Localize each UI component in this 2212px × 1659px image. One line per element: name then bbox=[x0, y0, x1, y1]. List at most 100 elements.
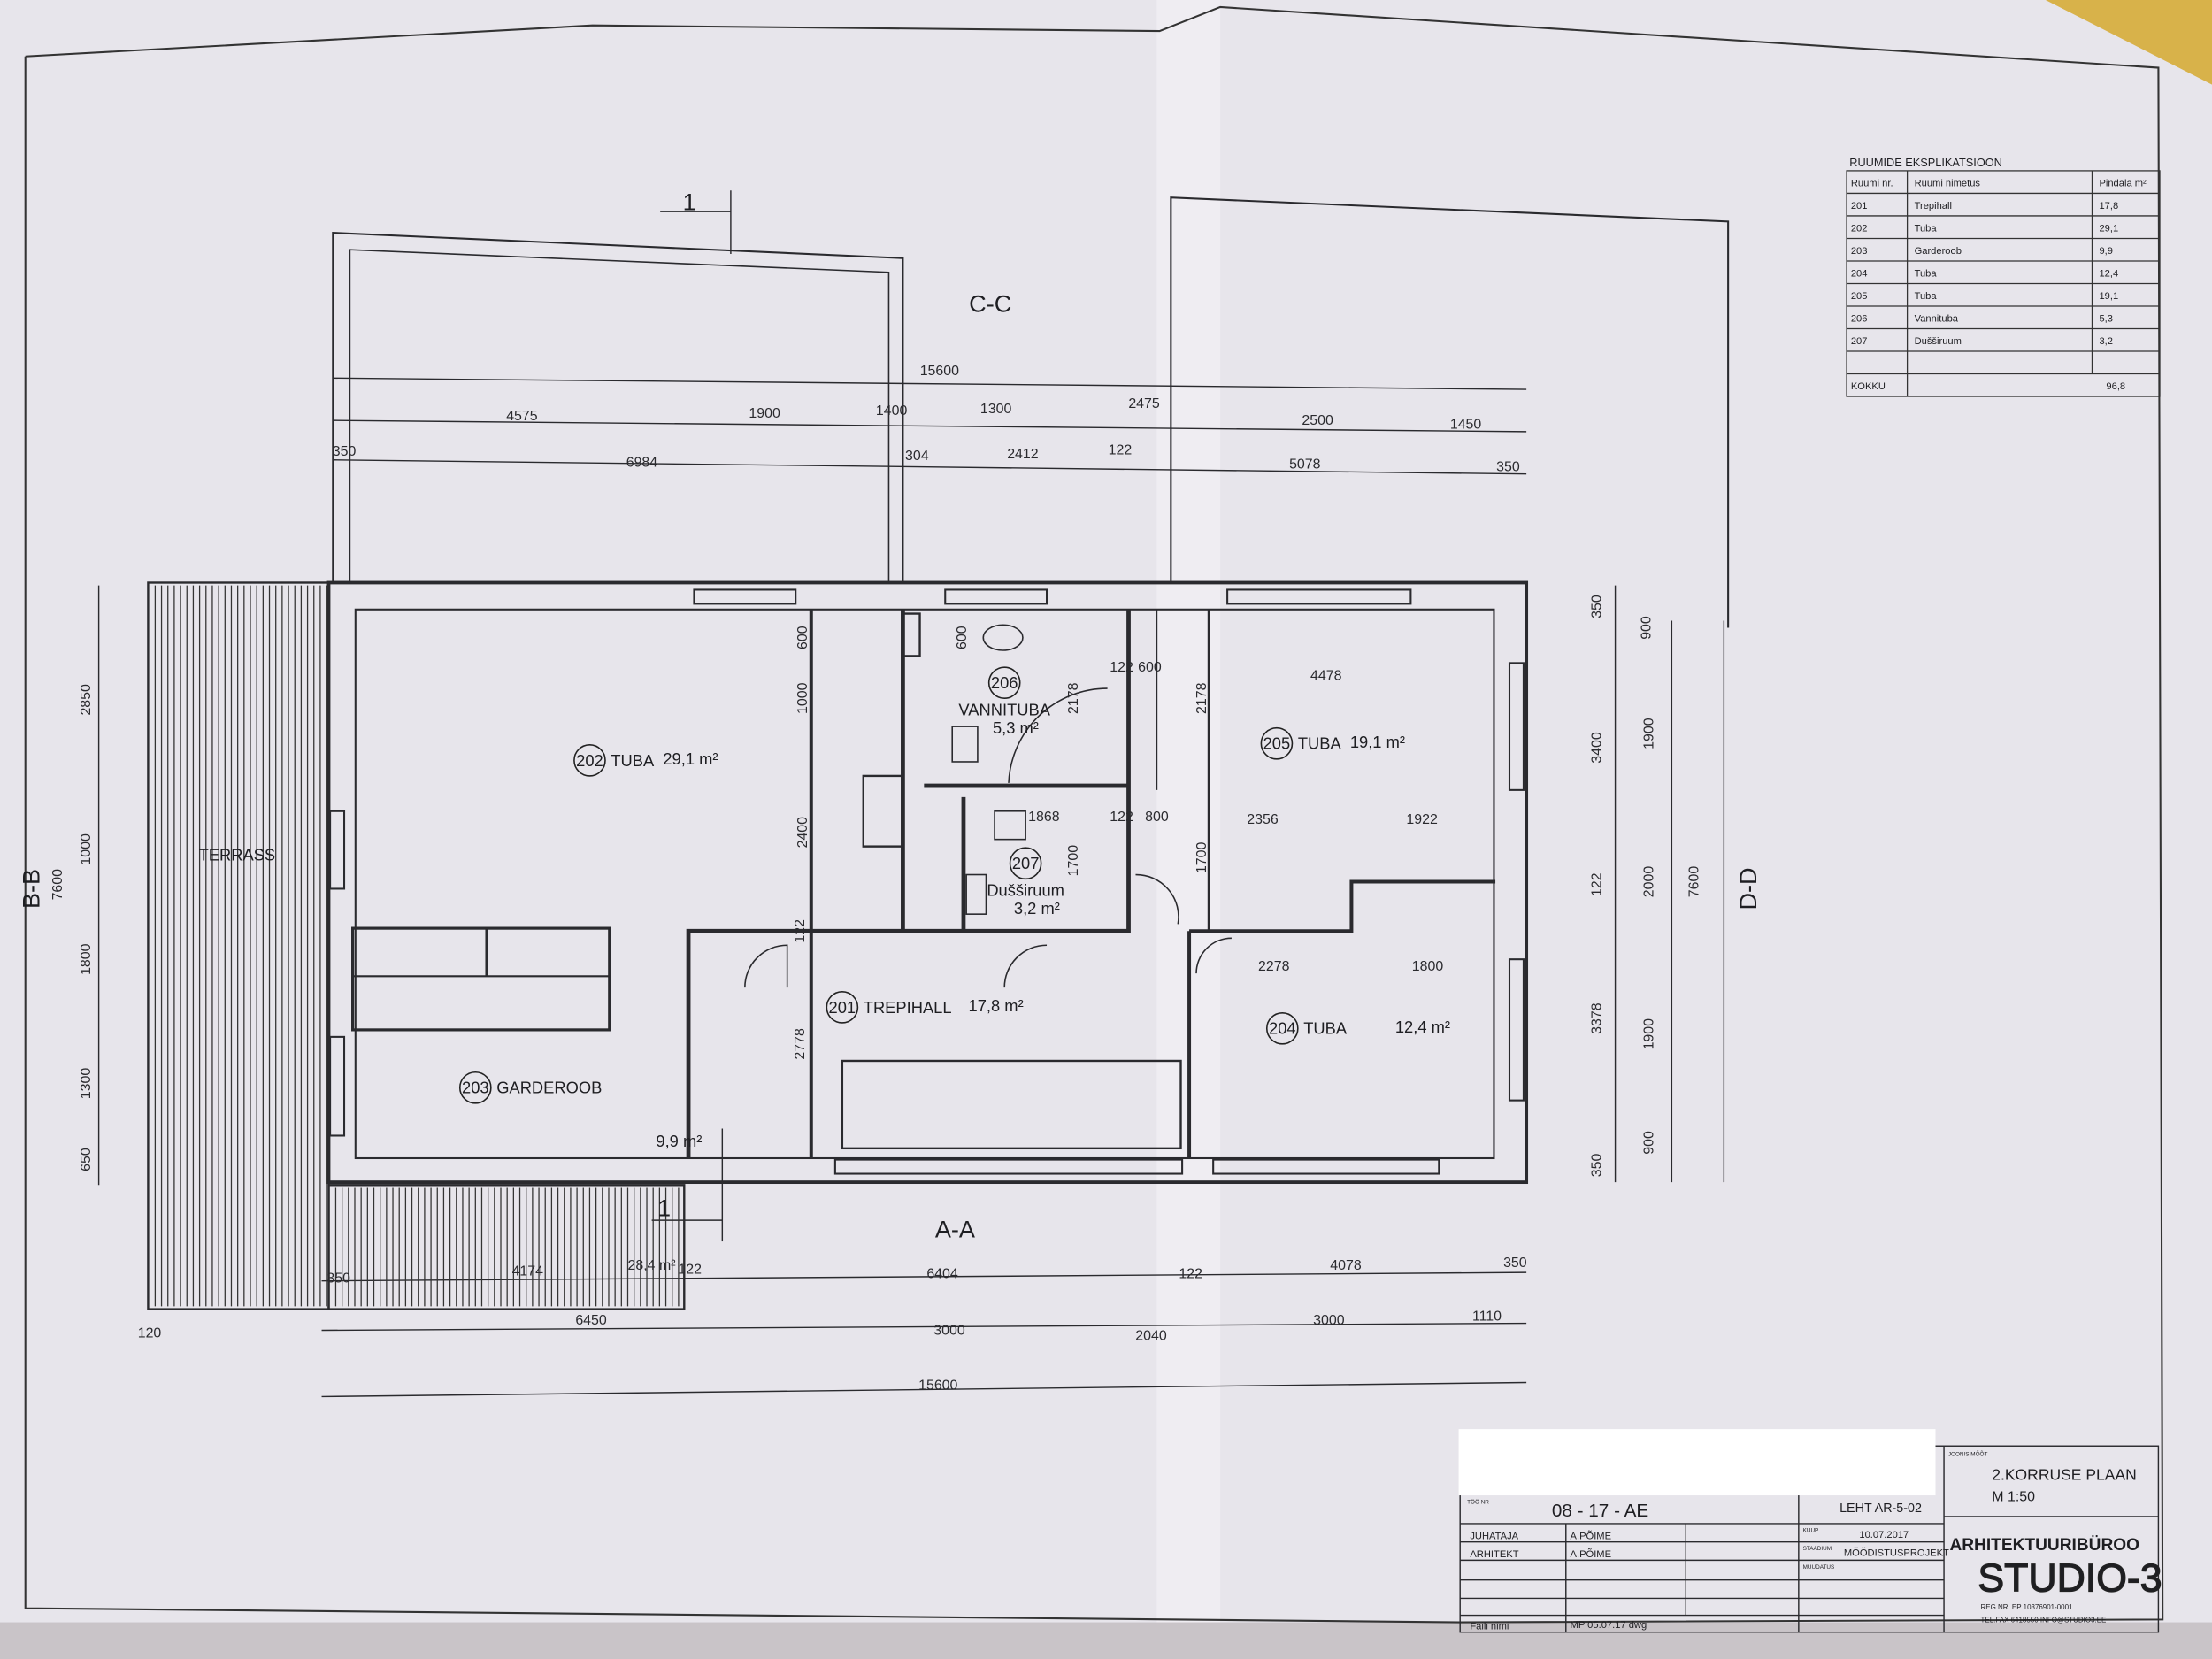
dimension-label: 2778 bbox=[793, 1028, 808, 1060]
dimension-label: 3378 bbox=[1590, 1002, 1605, 1034]
file-name: MP 05.07.17 dwg bbox=[1571, 1620, 1647, 1631]
table-cell: Garderoob bbox=[1915, 246, 1962, 257]
dimension-label: 7600 bbox=[1687, 866, 1702, 898]
dimension-label: 1300 bbox=[980, 402, 1012, 417]
dimension-label: 1700 bbox=[1066, 845, 1081, 877]
dimension-label: 120 bbox=[138, 1325, 162, 1340]
section-label-cc: C-C bbox=[969, 289, 1011, 317]
dimension-label: 1900 bbox=[1642, 1018, 1657, 1050]
table-cell: Vannituba bbox=[1915, 314, 1959, 325]
dimension-label: 600 bbox=[955, 626, 970, 649]
table-total-label: KOKKU bbox=[1851, 381, 1886, 392]
dimension-label: 4575 bbox=[506, 409, 538, 424]
dimension-label: 6404 bbox=[926, 1267, 958, 1282]
table-cell: Tuba bbox=[1915, 269, 1938, 280]
dimension-label: 1922 bbox=[1406, 812, 1438, 827]
room-number-circle bbox=[1265, 1011, 1299, 1045]
dimension-label: 350 bbox=[1503, 1256, 1527, 1271]
table-cell: Dušširuum bbox=[1915, 336, 1962, 347]
dimension-label: 2278 bbox=[1258, 959, 1290, 974]
room-number: 205 bbox=[1263, 734, 1291, 753]
room-area: 5,3 m² bbox=[993, 718, 1039, 737]
dimension-label: 900 bbox=[1642, 1131, 1657, 1155]
room-area: 29,1 m² bbox=[663, 749, 718, 768]
section-label-aa: A-A bbox=[935, 1215, 976, 1242]
dimension-label: 350 bbox=[333, 444, 357, 459]
section-label-bb: B-B bbox=[18, 869, 45, 909]
dimension-label: 122 bbox=[678, 1263, 702, 1278]
dimension-label: 1700 bbox=[1194, 842, 1210, 874]
architect-name: A.PÕIME bbox=[1571, 1548, 1612, 1560]
stage-label: STAADIUM bbox=[1803, 1546, 1832, 1552]
drawing-scale: M 1:50 bbox=[1992, 1489, 2035, 1504]
dimension-label: 1800 bbox=[1412, 959, 1444, 974]
table-cell: 203 bbox=[1851, 246, 1868, 257]
dimension-label: 5078 bbox=[1289, 457, 1321, 472]
table-cell: 9,9 bbox=[2099, 246, 2113, 257]
terrace-decking bbox=[154, 585, 680, 1307]
job-label: TÖÖ NR bbox=[1467, 1499, 1489, 1506]
room-area: 17,8 m² bbox=[969, 996, 1024, 1015]
room-area: 12,4 m² bbox=[1395, 1018, 1450, 1036]
room-name: VANNITUBA bbox=[958, 700, 1050, 718]
table-cell: Tuba bbox=[1915, 291, 1938, 302]
dimension-label: 1900 bbox=[749, 406, 780, 421]
terrace-area: 28,4 m² bbox=[628, 1258, 676, 1273]
table-edge bbox=[0, 1622, 2212, 1659]
cut-marker-top: 1 bbox=[683, 188, 696, 216]
room-number-circle bbox=[458, 1071, 492, 1104]
dimension-label: 15600 bbox=[918, 1378, 957, 1393]
table-cell: 29,1 bbox=[2099, 223, 2118, 234]
room-name: TUBA bbox=[1298, 734, 1342, 753]
dimension-label: 650 bbox=[79, 1148, 94, 1171]
dimension-label: 2475 bbox=[1128, 396, 1160, 411]
room-number: 203 bbox=[462, 1079, 489, 1097]
dimension-label: 1868 bbox=[1028, 810, 1060, 825]
dimension-label: 800 bbox=[1145, 810, 1169, 825]
dimension-label: 1300 bbox=[79, 1068, 94, 1100]
table-title: RUUMIDE EKSPLIKATSIOON bbox=[1849, 156, 2002, 169]
dimension-label: 1000 bbox=[79, 833, 94, 865]
dimension-label: 15600 bbox=[920, 364, 959, 379]
room-number: 206 bbox=[991, 673, 1018, 692]
section-label-dd: D-D bbox=[1734, 867, 1762, 910]
room-area: 9,9 m² bbox=[656, 1132, 702, 1150]
terrace-label: TERRASS bbox=[199, 846, 276, 864]
room-area: 19,1 m² bbox=[1350, 733, 1405, 751]
dimension-label: 6450 bbox=[575, 1313, 607, 1328]
file-label: Faili nimi bbox=[1470, 1622, 1509, 1632]
dimension-label: 2040 bbox=[1135, 1329, 1167, 1344]
room-number-circle bbox=[826, 991, 859, 1024]
table-cell: 12,4 bbox=[2099, 269, 2118, 280]
table-cell: Trepihall bbox=[1915, 201, 1952, 211]
stage: MÕÕDISTUSPROJEKT bbox=[1844, 1548, 1949, 1559]
dimension-label: 3000 bbox=[1313, 1313, 1345, 1328]
company-name: ARHITEKTUURIBÜROO bbox=[1949, 1536, 2139, 1555]
table-cell: 202 bbox=[1851, 223, 1868, 234]
drawing-title: 2.KORRUSE PLAAN bbox=[1992, 1466, 2137, 1484]
architect-label: ARHITEKT bbox=[1470, 1549, 1518, 1560]
table-cell: 207 bbox=[1851, 336, 1868, 347]
room-area: 3,2 m² bbox=[1014, 899, 1060, 918]
table-header: Ruumi nimetus bbox=[1915, 178, 1981, 188]
manager-label: JUHATAJA bbox=[1470, 1531, 1518, 1541]
dimension-label: 122 bbox=[1110, 810, 1133, 825]
terrace-left bbox=[147, 581, 330, 1310]
table-corner bbox=[2045, 0, 2212, 85]
drawing-label: JOONIS MÕÕT bbox=[1948, 1449, 1988, 1457]
sheet-border bbox=[24, 5, 2164, 1624]
dimension-label: 4078 bbox=[1330, 1258, 1362, 1273]
room-number: 207 bbox=[1012, 854, 1040, 872]
table-cell: 204 bbox=[1851, 269, 1868, 280]
dimension-label: 900 bbox=[1639, 616, 1654, 640]
dimension-label: 304 bbox=[905, 449, 929, 464]
dimension-label: 2178 bbox=[1066, 682, 1081, 714]
dimension-label: 600 bbox=[795, 626, 810, 649]
table-header: Pindala m² bbox=[2099, 178, 2147, 188]
dimension-label: 4174 bbox=[512, 1263, 544, 1279]
